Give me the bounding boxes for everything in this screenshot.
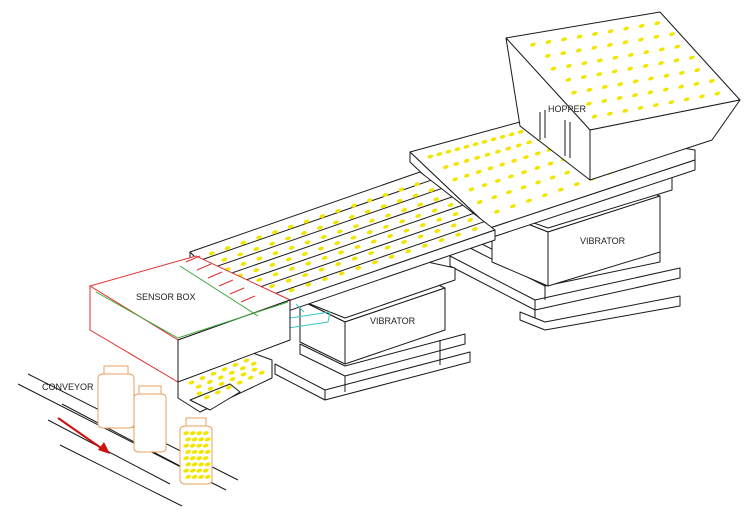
bottle-1 [97, 365, 135, 429]
sensor-box-label: SENSOR BOX [136, 292, 196, 302]
vibrator-right-label: VIBRATOR [580, 236, 626, 246]
channel-tablets [208, 182, 478, 304]
left-vibrator-stand [274, 255, 471, 401]
hopper-tablets [530, 21, 721, 119]
conveyor-label: CONVEYOR [42, 382, 94, 392]
sensor-box [88, 255, 292, 383]
bottle-tablets [183, 431, 211, 479]
bottle-2 [133, 385, 167, 453]
funnel-tablets [188, 358, 265, 400]
hopper [505, 11, 741, 181]
direction-arrow-icon [57, 417, 110, 454]
channel-tray [189, 171, 496, 325]
vibrator-left-label: VIBRATOR [370, 316, 416, 326]
funnel [177, 351, 273, 413]
hopper-label: HOPPER [548, 104, 587, 114]
